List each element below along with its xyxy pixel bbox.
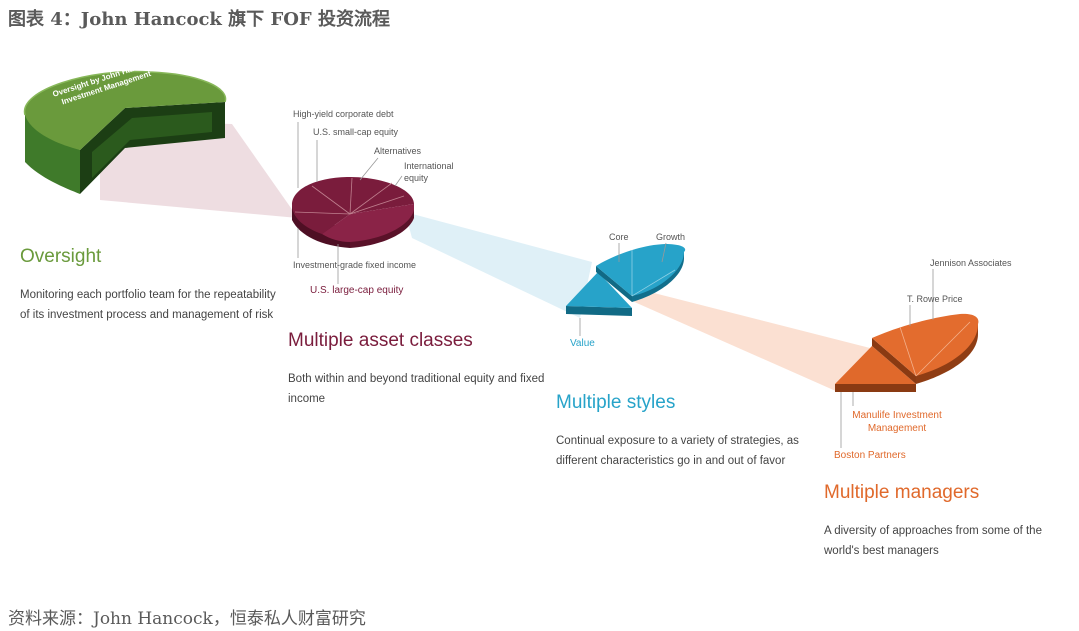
label-international: International equity xyxy=(404,161,454,183)
label-core: Core xyxy=(609,232,629,242)
oversight-disk xyxy=(23,70,227,194)
managers-title: Multiple managers xyxy=(824,482,980,503)
managers-desc: A diversity of approaches from some of t… xyxy=(824,525,1042,557)
styles-leaders xyxy=(579,242,667,336)
pie-divider xyxy=(311,185,351,215)
pie-divider xyxy=(349,177,353,215)
styles-beam xyxy=(630,292,870,392)
label-manulife: Manulife Investment Management xyxy=(852,410,942,434)
pie-divider xyxy=(349,182,393,215)
label-jennison: Jennison Associates xyxy=(930,258,1012,268)
asset-class-pie xyxy=(292,177,414,248)
label-high-yield: High-yield corporate debt xyxy=(293,109,394,119)
label-growth: Growth xyxy=(656,232,686,242)
figure-title: 图表 4：John Hancock 旗下 FOF 投资流程 xyxy=(8,9,390,30)
asset-class-leaders xyxy=(297,122,403,284)
label-value: Value xyxy=(570,338,595,349)
pie-divider xyxy=(349,195,405,215)
pie-divider xyxy=(631,269,676,297)
oversight-desc: Monitoring each portfolio team for the r… xyxy=(20,289,276,321)
managers-leaders xyxy=(840,269,934,448)
managers-pie xyxy=(835,313,979,392)
label-small-cap: U.S. small-cap equity xyxy=(313,127,399,137)
oversight-title: Oversight xyxy=(20,246,102,267)
pie-divider xyxy=(899,326,917,377)
asset-class-beam xyxy=(405,212,592,318)
asset-classes-desc: Both within and beyond traditional equit… xyxy=(288,373,545,405)
label-large-cap: U.S. large-cap equity xyxy=(310,285,404,296)
styles-desc: Continual exposure to a variety of strat… xyxy=(556,435,799,467)
asset-classes-title: Multiple asset classes xyxy=(288,330,473,351)
pie-divider xyxy=(294,211,351,215)
label-fixed-income: Investment-grade fixed income xyxy=(293,260,417,270)
pie-divider xyxy=(915,321,971,377)
label-boston: Boston Partners xyxy=(834,450,906,461)
label-t-rowe: T. Rowe Price xyxy=(907,294,963,304)
label-alternatives: Alternatives xyxy=(374,146,422,156)
styles-title: Multiple styles xyxy=(556,392,676,413)
figure-source: 资料来源：John Hancock，恒泰私人财富研究 xyxy=(8,609,366,629)
